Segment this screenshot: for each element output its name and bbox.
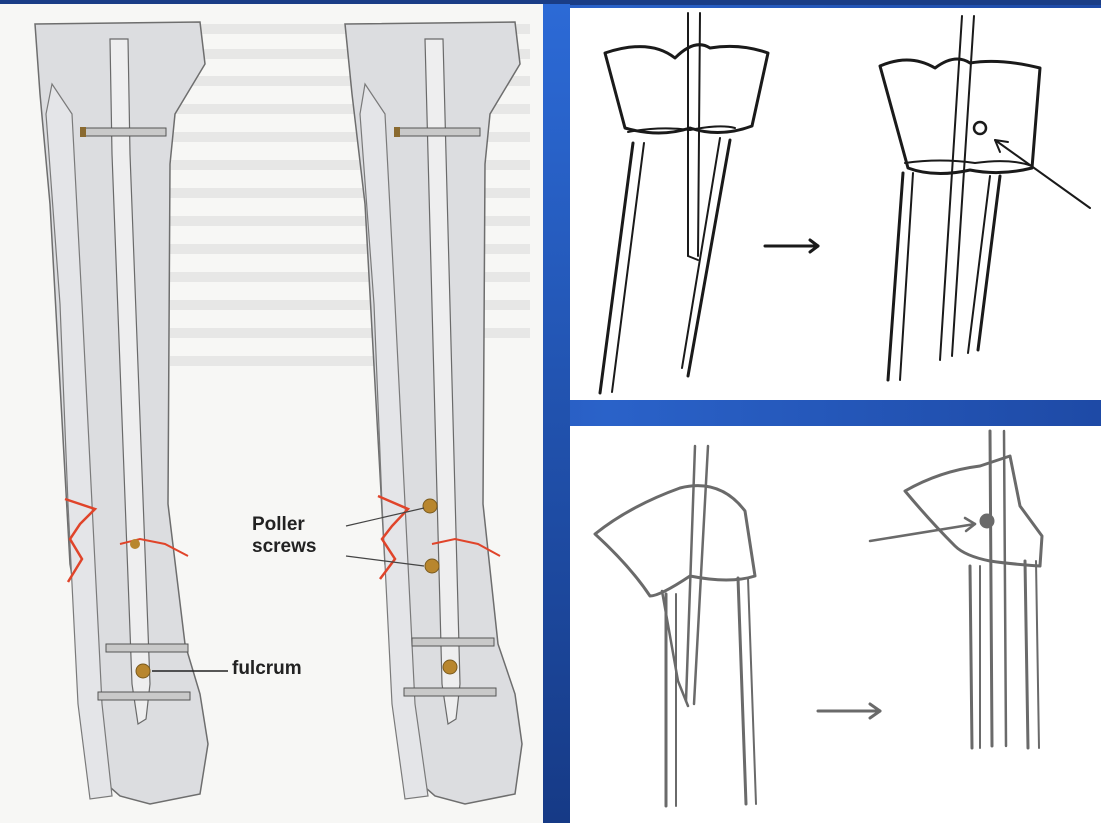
sketch-panel-top — [570, 8, 1101, 400]
poller-label-line1: Poller — [252, 514, 305, 535]
sketch-top-block-left — [605, 45, 768, 133]
sketch-top-block-right — [880, 59, 1040, 174]
tibia-illustration — [0, 4, 543, 823]
sketch-top-drawing — [570, 8, 1101, 400]
tibia-illustration-panel: Poller screws fulcrum — [0, 4, 543, 823]
pointer-arrow-icon — [870, 518, 975, 541]
fulcrum-label: fulcrum — [232, 658, 302, 680]
panel-divider — [543, 4, 570, 823]
right-arrow-icon — [818, 704, 880, 718]
sketch-panel-bottom — [570, 426, 1101, 823]
poller-screws-label: Poller screws — [252, 514, 316, 558]
right-arrow-icon — [765, 240, 818, 252]
pointer-arrow-icon — [995, 140, 1090, 208]
sketch-bottom-fragment-left — [595, 486, 755, 596]
poller-label-line2: screws — [252, 536, 316, 557]
sketch-bottom-fragment-right — [905, 456, 1042, 566]
sketch-bottom-drawing — [570, 426, 1101, 823]
